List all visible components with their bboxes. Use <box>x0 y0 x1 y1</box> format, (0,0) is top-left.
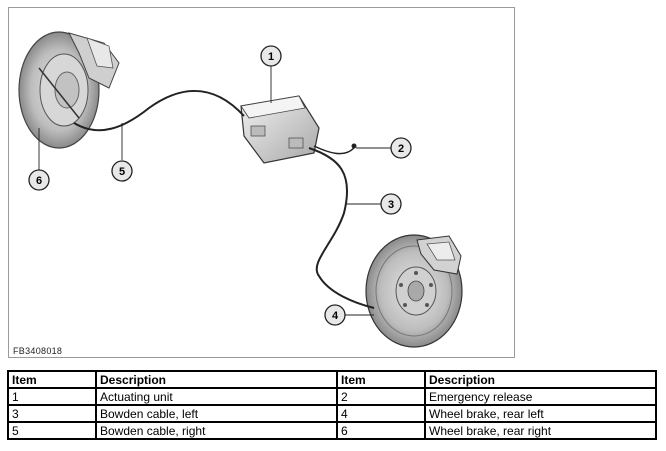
svg-text:1: 1 <box>268 51 274 63</box>
brake-system-diagram: 1 2 3 4 5 6 <box>18 31 463 348</box>
item-number: 4 <box>336 404 426 423</box>
table-row: 1 Actuating unit 2 Emergency release <box>7 387 657 406</box>
header-description: Description <box>424 370 657 389</box>
callout-2: 2 <box>390 137 412 159</box>
bowden-cable-right <box>73 90 245 132</box>
item-number: 2 <box>336 387 426 406</box>
item-description: Bowden cable, left <box>95 404 338 423</box>
emergency-release-cable <box>313 145 355 155</box>
table-row: 3 Bowden cable, left 4 Wheel brake, rear… <box>7 404 657 423</box>
item-number: 6 <box>336 421 426 440</box>
leader-lines <box>38 66 391 316</box>
svg-text:3: 3 <box>388 199 394 211</box>
svg-text:2: 2 <box>398 143 404 155</box>
item-description: Wheel brake, rear right <box>424 421 657 440</box>
wheel-brake-rear-left <box>365 234 463 348</box>
callout-4: 4 <box>324 304 346 326</box>
header-item: Item <box>7 370 97 389</box>
actuating-unit <box>240 95 320 164</box>
item-description: Emergency release <box>424 387 657 406</box>
item-number: 3 <box>7 404 97 423</box>
parts-table: Item Description Item Description 1 Actu… <box>7 370 657 440</box>
wheel-brake-rear-right <box>18 31 120 149</box>
table-row: 5 Bowden cable, right 6 Wheel brake, rea… <box>7 421 657 440</box>
figure-id: FB3408018 <box>13 346 63 356</box>
item-number: 5 <box>7 421 97 440</box>
callout-5: 5 <box>111 160 133 182</box>
header-item: Item <box>336 370 426 389</box>
table-header-row: Item Description Item Description <box>7 370 657 389</box>
svg-text:4: 4 <box>332 310 339 322</box>
bowden-cable-left <box>308 147 375 309</box>
parking-brake-illustration: 1 2 3 4 5 6 FB3408018 <box>8 7 515 358</box>
svg-text:6: 6 <box>36 175 42 187</box>
item-description: Wheel brake, rear left <box>424 404 657 423</box>
callout-3: 3 <box>380 193 402 215</box>
callout-6: 6 <box>28 169 50 191</box>
item-description: Bowden cable, right <box>95 421 338 440</box>
svg-text:5: 5 <box>119 166 125 178</box>
callout-1: 1 <box>260 45 282 67</box>
item-description: Actuating unit <box>95 387 338 406</box>
item-number: 1 <box>7 387 97 406</box>
header-description: Description <box>95 370 338 389</box>
